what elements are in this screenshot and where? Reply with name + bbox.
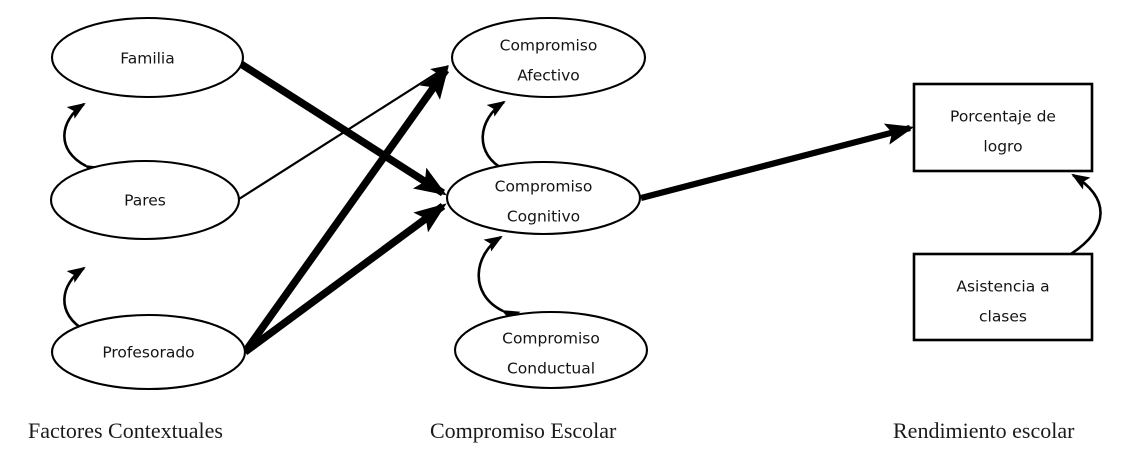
node-asistencia-a-clases[interactable]: Asistencia a clases xyxy=(912,252,1094,342)
compromiso-conductual-label-line2: Conductual xyxy=(507,360,595,378)
familia-label: Familia xyxy=(120,50,175,68)
node-pares[interactable]: Pares xyxy=(49,159,241,241)
edge-pares-profesorado xyxy=(63,266,104,345)
asistencia-a-clases-box xyxy=(912,252,1094,342)
group-label-rendimiento-escolar: Rendimiento escolar xyxy=(893,418,1075,443)
node-compromiso-afectivo[interactable]: Compromiso Afectivo xyxy=(450,16,647,99)
asistencia-a-clases-label-line1: Asistencia a xyxy=(956,278,1049,296)
asistencia-a-clases-label-line2: clases xyxy=(979,308,1027,326)
compromiso-cognitivo-label-line2: Cognitivo xyxy=(507,208,580,226)
porcentaje-de-logro-box xyxy=(912,82,1094,173)
group-label-factores-contextuales: Factores Contextuales xyxy=(28,418,223,443)
node-compromiso-conductual[interactable]: Compromiso Conductual xyxy=(453,310,649,390)
compromiso-cognitivo-label-line1: Compromiso xyxy=(495,178,593,196)
compromiso-conductual-ellipse xyxy=(453,310,649,390)
porcentaje-de-logro-label-line2: logro xyxy=(983,138,1022,156)
node-compromiso-cognitivo[interactable]: Compromiso Cognitivo xyxy=(445,160,642,236)
compromiso-cognitivo-ellipse xyxy=(445,160,642,236)
edge-cognitivo-logro xyxy=(640,123,915,202)
edge-pares-afectivo xyxy=(238,65,450,200)
node-familia[interactable]: Familia xyxy=(50,16,245,99)
profesorado-ellipse xyxy=(50,313,247,391)
edge-logro-asistencia xyxy=(1053,173,1102,269)
edge-cognitivo-conductual xyxy=(477,235,521,325)
node-profesorado[interactable]: Profesorado xyxy=(50,313,247,391)
node-porcentaje-de-logro[interactable]: Porcentaje de logro xyxy=(912,82,1094,173)
pares-ellipse xyxy=(49,159,241,241)
compromiso-conductual-label-line1: Compromiso xyxy=(502,330,600,348)
edge-familia-pares xyxy=(63,102,104,180)
compromiso-afectivo-label-line2: Afectivo xyxy=(517,67,580,85)
compromiso-afectivo-ellipse xyxy=(450,16,647,99)
porcentaje-de-logro-label-line1: Porcentaje de xyxy=(950,108,1056,126)
profesorado-label: Profesorado xyxy=(102,344,194,362)
group-label-compromiso-escolar: Compromiso Escolar xyxy=(430,418,617,443)
edge-profesorado-cognitivo xyxy=(242,202,447,356)
edge-profesorado-afectivo xyxy=(241,66,450,355)
pares-label: Pares xyxy=(124,192,166,210)
compromiso-afectivo-label-line1: Compromiso xyxy=(500,37,598,55)
familia-ellipse xyxy=(50,16,245,99)
edge-afectivo-cognitivo xyxy=(481,100,523,184)
edge-familia-cognitivo xyxy=(238,60,447,197)
